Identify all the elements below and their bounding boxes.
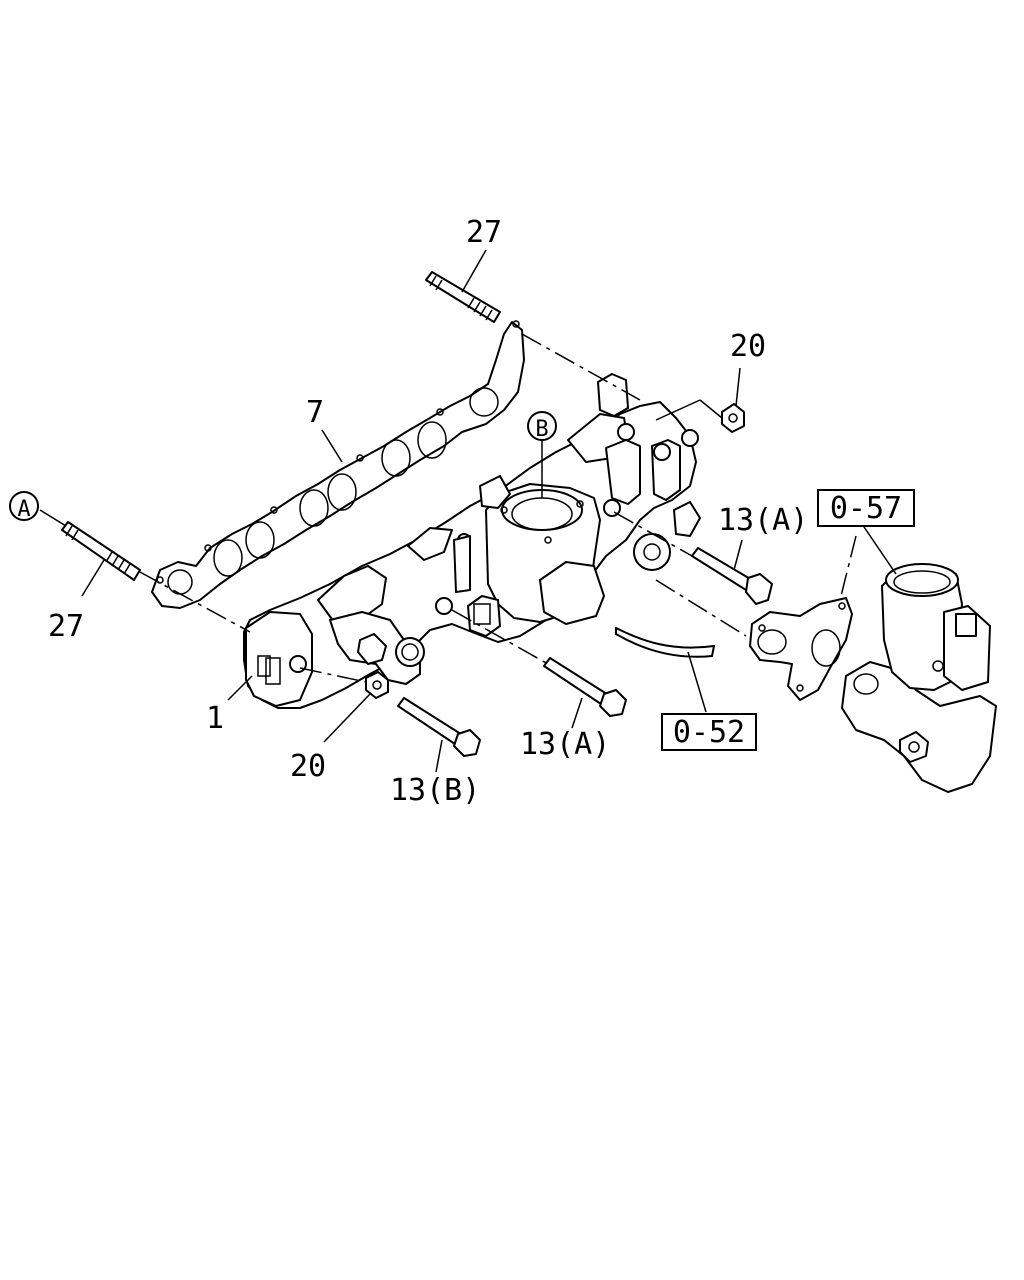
label-7: 7: [306, 395, 324, 430]
label-13b: 13(B): [390, 773, 480, 808]
bolt-27-top: [425, 271, 501, 323]
egr-gasket: [749, 597, 853, 701]
callout-box-0-52: [661, 713, 757, 751]
egr-pipe: [615, 627, 715, 658]
bolt-13b: [397, 697, 481, 757]
label-20-bottom: 20: [290, 749, 326, 784]
callout-a-circle: [9, 491, 39, 521]
nut-20-bottom: [365, 671, 389, 699]
label-b: B: [535, 417, 548, 442]
egr-valve: [841, 563, 997, 793]
bolt-13a-bottom: [543, 657, 627, 717]
callout-b-circle: [527, 411, 557, 441]
intake-manifold: [243, 373, 701, 709]
intake-gasket: [151, 320, 525, 609]
alignment-lines: [139, 333, 857, 683]
label-1: 1: [206, 701, 224, 736]
label-0-57: 0-57: [830, 491, 902, 526]
leader-lines: [39, 249, 897, 773]
label-27-left: 27: [48, 609, 84, 644]
bolt-13a-right: [691, 547, 773, 605]
label-27-top: 27: [466, 215, 502, 250]
label-13a-bottom: 13(A): [520, 727, 610, 762]
nut-20-top: [721, 403, 745, 433]
bolt-27-left: [61, 521, 141, 581]
label-20-top: 20: [730, 329, 766, 364]
label-13a-right: 13(A): [718, 503, 808, 538]
label-0-52: 0-52: [673, 715, 745, 750]
callout-box-0-57: [817, 489, 915, 527]
label-a: A: [17, 497, 30, 522]
